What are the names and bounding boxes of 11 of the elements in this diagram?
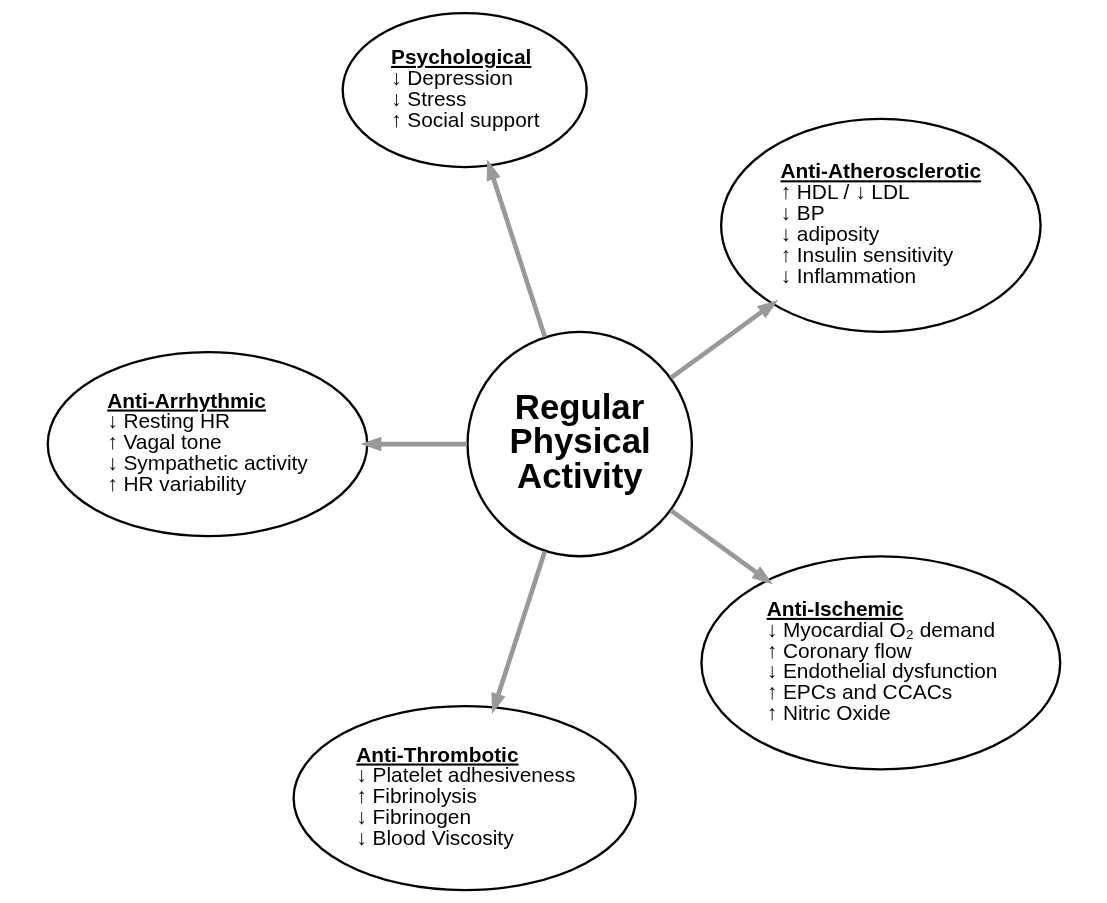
- node-circle: Regular Physical Activity: [465, 330, 693, 558]
- node-ellipse: Anti-Arrhythmic ↓ Resting HR ↑ Vagal tone ↓ Sympathetic activity ↑ HR variability: [46, 350, 368, 538]
- arrow: [486, 159, 547, 338]
- arrow: [669, 508, 773, 585]
- node-ellipse: Anti-Atherosclerotic ↑ HDL / ↓ LDL ↓ BP ↓ adiposity ↑ Insulin sensitivity ↓ Inflammation: [719, 117, 1042, 333]
- node-ellipse: Psychological ↓ Depression ↓ Stress ↑ Social support: [341, 11, 588, 169]
- arrow: [490, 550, 547, 715]
- arrow: [360, 436, 467, 452]
- node-ellipse: Anti-Thrombotic ↓ Platelet adhesiveness ↑ Fibrinolysis ↓ Fibrinogen ↓ Blood Viscosity: [291, 704, 637, 892]
- node-ellipse: Anti-Ischemic ↓ Myocardial O₂ demand ↑ Coronary flow ↓ Endothelial dysfunction ↑ EPCs and CCACs ↑ Nitric Oxide: [699, 555, 1061, 771]
- arrow: [669, 299, 778, 380]
